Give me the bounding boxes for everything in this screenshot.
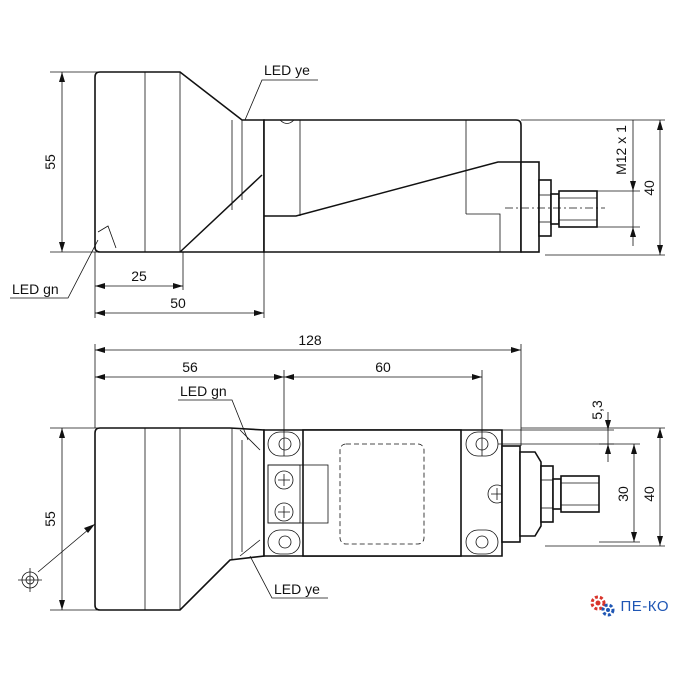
side-dim-30: 30 bbox=[615, 486, 631, 502]
arrowhead bbox=[274, 374, 284, 380]
brand-logo-text: ПЕ-КО bbox=[620, 597, 669, 615]
arrowhead bbox=[95, 374, 105, 380]
side-dim-5-3: 5,3 bbox=[589, 400, 605, 420]
side-led-ye-leader bbox=[249, 555, 328, 599]
side-view: 128 56 60 LED gn LED ye 55 bbox=[18, 332, 665, 611]
top-dim-m12: M12 x 1 bbox=[613, 125, 629, 175]
side-led-gn-window bbox=[239, 429, 261, 451]
mount-hole bbox=[267, 529, 301, 555]
side-led-gn-label: LED gn bbox=[180, 383, 227, 399]
top-connector-base bbox=[520, 161, 540, 253]
terminal-screw-slot bbox=[278, 506, 290, 518]
top-head-chamfer bbox=[179, 174, 263, 253]
arrowhead bbox=[254, 310, 264, 316]
top-housing-slope bbox=[264, 161, 521, 217]
top-housing-notch bbox=[279, 119, 295, 124]
arrowhead bbox=[630, 181, 636, 191]
side-lid-label-area bbox=[339, 443, 425, 545]
arrowhead bbox=[95, 283, 105, 289]
arrowhead bbox=[631, 532, 637, 542]
arrowhead bbox=[59, 428, 65, 438]
mount-hole bbox=[465, 529, 499, 555]
terminal-block-strip bbox=[267, 464, 301, 524]
terminal-screw-icon bbox=[274, 470, 294, 490]
arrowhead bbox=[59, 242, 65, 252]
side-connector-housing bbox=[519, 451, 542, 537]
top-led-ye-label: LED ye bbox=[264, 62, 310, 78]
top-housing bbox=[263, 119, 522, 253]
arrowhead bbox=[657, 120, 663, 130]
side-led-ye-window bbox=[239, 539, 261, 557]
arrowhead bbox=[472, 374, 482, 380]
top-led-ye-leader bbox=[244, 79, 318, 121]
side-dim-40: 40 bbox=[641, 486, 657, 502]
side-led-gn-leader bbox=[178, 399, 249, 441]
top-led-gn-leader bbox=[10, 239, 99, 299]
top-housing-step bbox=[466, 213, 501, 252]
top-dim-40: 40 bbox=[641, 180, 657, 196]
top-dim-55: 55 bbox=[42, 154, 58, 170]
side-lid bbox=[302, 429, 462, 557]
arrowhead bbox=[657, 428, 663, 438]
arrowhead bbox=[605, 420, 611, 430]
side-connector-base bbox=[501, 445, 521, 543]
mount-hole-bore bbox=[278, 535, 292, 549]
top-led-gn-label: LED gn bbox=[12, 281, 59, 297]
side-connector-collar bbox=[552, 478, 562, 510]
arrowhead bbox=[511, 347, 521, 353]
side-dim-60: 60 bbox=[375, 359, 391, 375]
arrowhead bbox=[657, 536, 663, 546]
arrowhead bbox=[630, 227, 636, 237]
arrowhead bbox=[657, 245, 663, 255]
arrowhead bbox=[59, 72, 65, 82]
side-dim-56: 56 bbox=[182, 359, 198, 375]
terminal-screw-slot bbox=[278, 474, 290, 486]
mount-hole-bore bbox=[475, 535, 489, 549]
mount-hole-bore bbox=[278, 437, 292, 451]
arrowhead bbox=[605, 444, 611, 454]
side-dim-55: 55 bbox=[42, 511, 58, 527]
arrowhead bbox=[95, 347, 105, 353]
arrowhead bbox=[631, 444, 637, 454]
terminal-screw-icon bbox=[274, 502, 294, 522]
top-dim-25: 25 bbox=[131, 268, 147, 284]
ground-screw-slot bbox=[491, 488, 503, 500]
arrowhead bbox=[84, 524, 95, 533]
arrowhead bbox=[95, 310, 105, 316]
side-dim-128: 128 bbox=[298, 332, 322, 348]
arrowhead bbox=[59, 600, 65, 610]
arrowhead bbox=[284, 374, 294, 380]
side-connector-thread bbox=[560, 475, 600, 513]
top-head-block bbox=[94, 71, 265, 253]
top-connector-thread bbox=[558, 190, 598, 228]
top-dim-50: 50 bbox=[170, 295, 186, 311]
top-connector-collar bbox=[550, 193, 560, 225]
top-view: 55 25 50 LED ye LED gn M12 x 1 40 bbox=[10, 62, 665, 318]
sensing-arrow-line bbox=[37, 523, 96, 573]
brand-logo: ПЕ-КО bbox=[588, 593, 669, 619]
gear-icon bbox=[590, 595, 615, 617]
side-head-block bbox=[94, 427, 265, 611]
side-led-ye-label: LED ye bbox=[274, 581, 320, 597]
arrowhead bbox=[173, 283, 183, 289]
top-led-gn-window bbox=[97, 225, 117, 249]
side-connector-nut bbox=[540, 465, 554, 523]
